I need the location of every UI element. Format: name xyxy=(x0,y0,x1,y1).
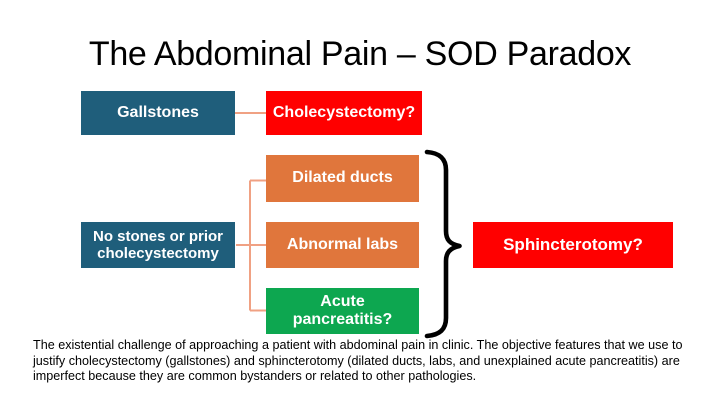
box-cholecystectomy: Cholecystectomy? xyxy=(266,91,422,135)
connector-lines xyxy=(235,112,266,312)
slide-title: The Abdominal Pain – SOD Paradox xyxy=(88,35,632,73)
box-acute-pancreatitis: Acute pancreatitis? xyxy=(266,288,419,334)
box-abnormal-labs-label: Abnormal labs xyxy=(286,235,399,253)
box-no-stones: No stones or prior cholecystectomy xyxy=(81,222,235,268)
box-abnormal-labs: Abnormal labs xyxy=(266,222,419,268)
box-sphincterotomy: Sphincterotomy? xyxy=(473,222,673,268)
box-gallstones: Gallstones xyxy=(81,91,235,135)
box-acute-pancreatitis-label: Acute pancreatitis? xyxy=(292,292,393,328)
box-sphincterotomy-label: Sphincterotomy? xyxy=(503,235,643,255)
box-dilated-ducts-label: Dilated ducts xyxy=(292,169,393,187)
footer-note: The existential challenge of approaching… xyxy=(33,338,683,384)
curly-brace-icon xyxy=(424,149,462,339)
box-gallstones-label: Gallstones xyxy=(117,103,199,121)
box-cholecystectomy-label: Cholecystectomy? xyxy=(272,103,416,121)
box-dilated-ducts: Dilated ducts xyxy=(266,155,419,202)
box-no-stones-label: No stones or prior cholecystectomy xyxy=(92,227,223,262)
